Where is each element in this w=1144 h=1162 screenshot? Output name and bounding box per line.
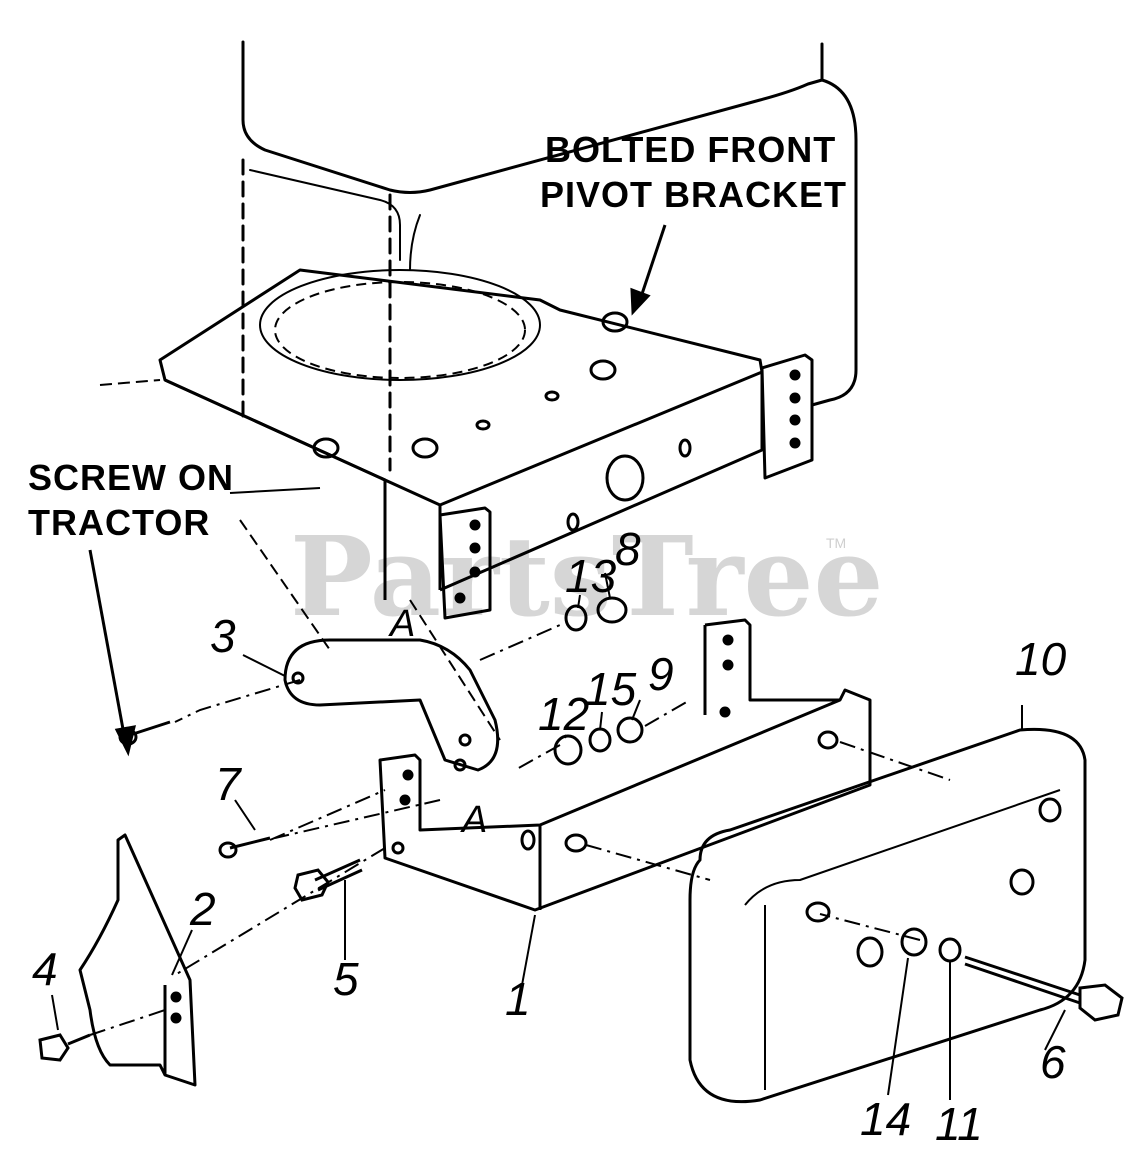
nut-8 bbox=[596, 596, 628, 624]
screw-7 bbox=[229, 836, 271, 850]
reference-marks: A A bbox=[388, 603, 487, 841]
part-number-15: 15 bbox=[585, 663, 637, 715]
screw-callout-line-2: TRACTOR bbox=[28, 502, 210, 543]
bolt-5-head bbox=[293, 868, 330, 902]
part-3-link-arm bbox=[239, 519, 501, 772]
tractor-screw bbox=[129, 720, 171, 737]
assembly-lines bbox=[89, 624, 951, 1036]
bolt-6-head bbox=[1078, 983, 1124, 1022]
bracket-callout-line-1: BOLTED FRONT bbox=[545, 129, 836, 170]
part-number-10: 10 bbox=[1015, 633, 1067, 685]
part-number-7: 7 bbox=[215, 758, 242, 810]
part-number-9: 9 bbox=[648, 648, 674, 700]
arrows bbox=[88, 224, 667, 757]
hardware bbox=[38, 596, 1124, 1062]
ref-mark-a-upper: A bbox=[388, 603, 415, 645]
bracket-callout-arrow bbox=[638, 224, 667, 301]
ref-mark-a-lower: A bbox=[460, 799, 487, 841]
leader-lines bbox=[51, 572, 1066, 1100]
nut-9 bbox=[616, 716, 644, 744]
part-10-weight bbox=[688, 727, 1087, 1104]
screw-callout-arrow bbox=[88, 549, 127, 741]
part-number-6: 6 bbox=[1040, 1036, 1066, 1088]
part-number-5: 5 bbox=[333, 953, 359, 1005]
part-number-11: 11 bbox=[935, 1098, 983, 1150]
part-number-12: 12 bbox=[538, 688, 589, 740]
lockwasher-15 bbox=[588, 727, 612, 753]
tractor-frame bbox=[241, 40, 858, 472]
part-numbers: 3 7 2 4 5 1 13 8 12 15 9 10 6 14 11 bbox=[32, 523, 1067, 1150]
bracket-bolts bbox=[312, 311, 629, 459]
part-number-3: 3 bbox=[210, 610, 236, 662]
part-number-4: 4 bbox=[32, 943, 58, 995]
washer-14 bbox=[900, 927, 928, 957]
callouts: BOLTED FRONT PIVOT BRACKET SCREW ON TRAC… bbox=[28, 129, 847, 543]
bolt-6-shank bbox=[964, 955, 1081, 997]
washer-12 bbox=[553, 734, 583, 766]
bolt-4-head bbox=[38, 1033, 70, 1062]
lockwasher-11 bbox=[938, 937, 962, 963]
front-pivot-bracket bbox=[99, 268, 814, 620]
part-2-deflector bbox=[78, 833, 197, 1087]
part-number-1: 1 bbox=[505, 973, 531, 1025]
part-number-14: 14 bbox=[860, 1093, 911, 1145]
washer-13 bbox=[564, 604, 588, 632]
part-number-13: 13 bbox=[565, 550, 617, 602]
part-number-2: 2 bbox=[189, 883, 216, 935]
bracket-callout-line-2: PIVOT BRACKET bbox=[540, 174, 847, 215]
watermark-trademark: TM bbox=[826, 535, 846, 551]
part-1-main-bracket bbox=[378, 618, 872, 912]
screw-callout-line-1: SCREW ON bbox=[28, 457, 234, 498]
part-number-8: 8 bbox=[615, 523, 641, 575]
